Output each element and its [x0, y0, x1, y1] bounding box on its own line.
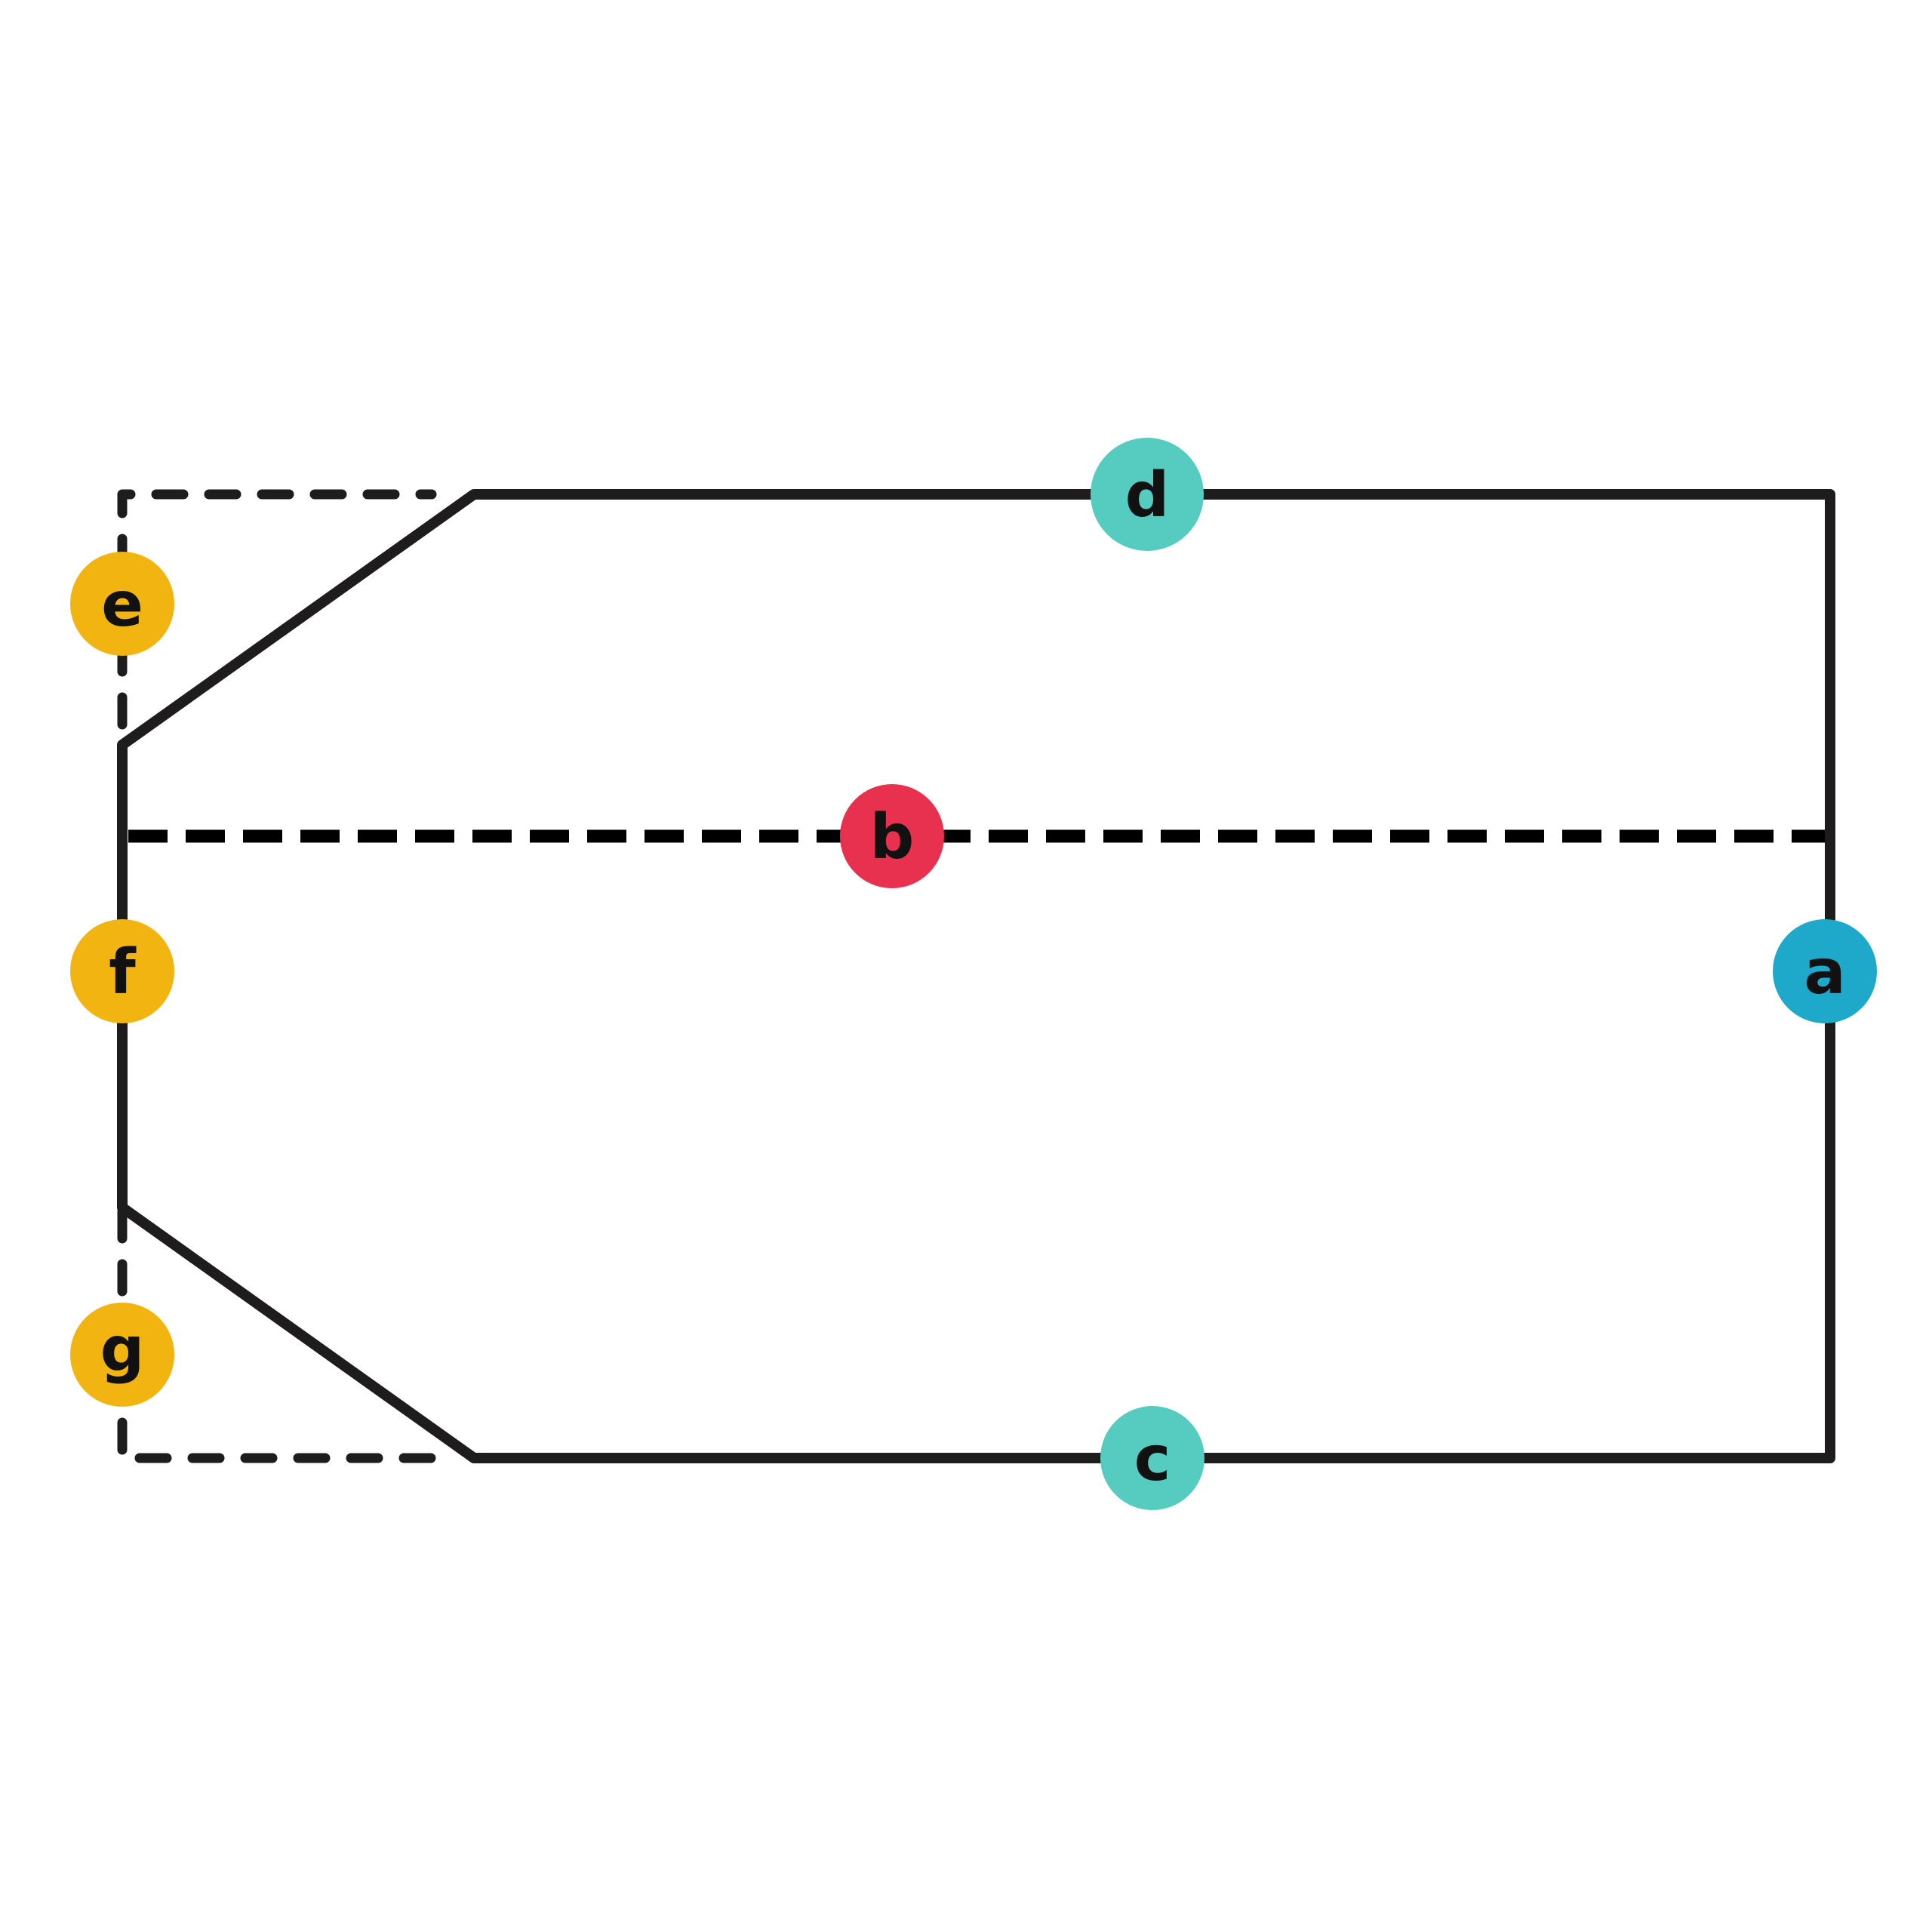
marker-d-label: d [1125, 460, 1170, 531]
marker-b-label: b [870, 801, 915, 873]
marker-c: c [1100, 1406, 1204, 1510]
marker-b-circle [840, 784, 944, 888]
marker-c-label: c [1134, 1423, 1171, 1495]
marker-e-circle [70, 552, 174, 656]
marker-d: d [1091, 438, 1204, 551]
marker-f-label: f [109, 937, 137, 1008]
marker-g-circle [70, 1303, 174, 1407]
bottom-left-corner-guide [117, 1206, 437, 1463]
marker-d-circle [1091, 438, 1204, 551]
marker-a: a [1773, 919, 1877, 1023]
marker-e-label: e [101, 569, 143, 641]
marker-e: e [70, 552, 174, 656]
marker-a-label: a [1804, 937, 1845, 1008]
marker-f-circle [70, 919, 174, 1023]
shape-outline [117, 489, 1835, 1463]
marker-b: b [840, 784, 944, 888]
marker-f: f [70, 919, 174, 1023]
marker-g: g [70, 1303, 174, 1407]
marker-c-circle [1100, 1406, 1204, 1510]
marker-g-label: g [100, 1314, 145, 1386]
marker-a-circle [1773, 919, 1877, 1023]
